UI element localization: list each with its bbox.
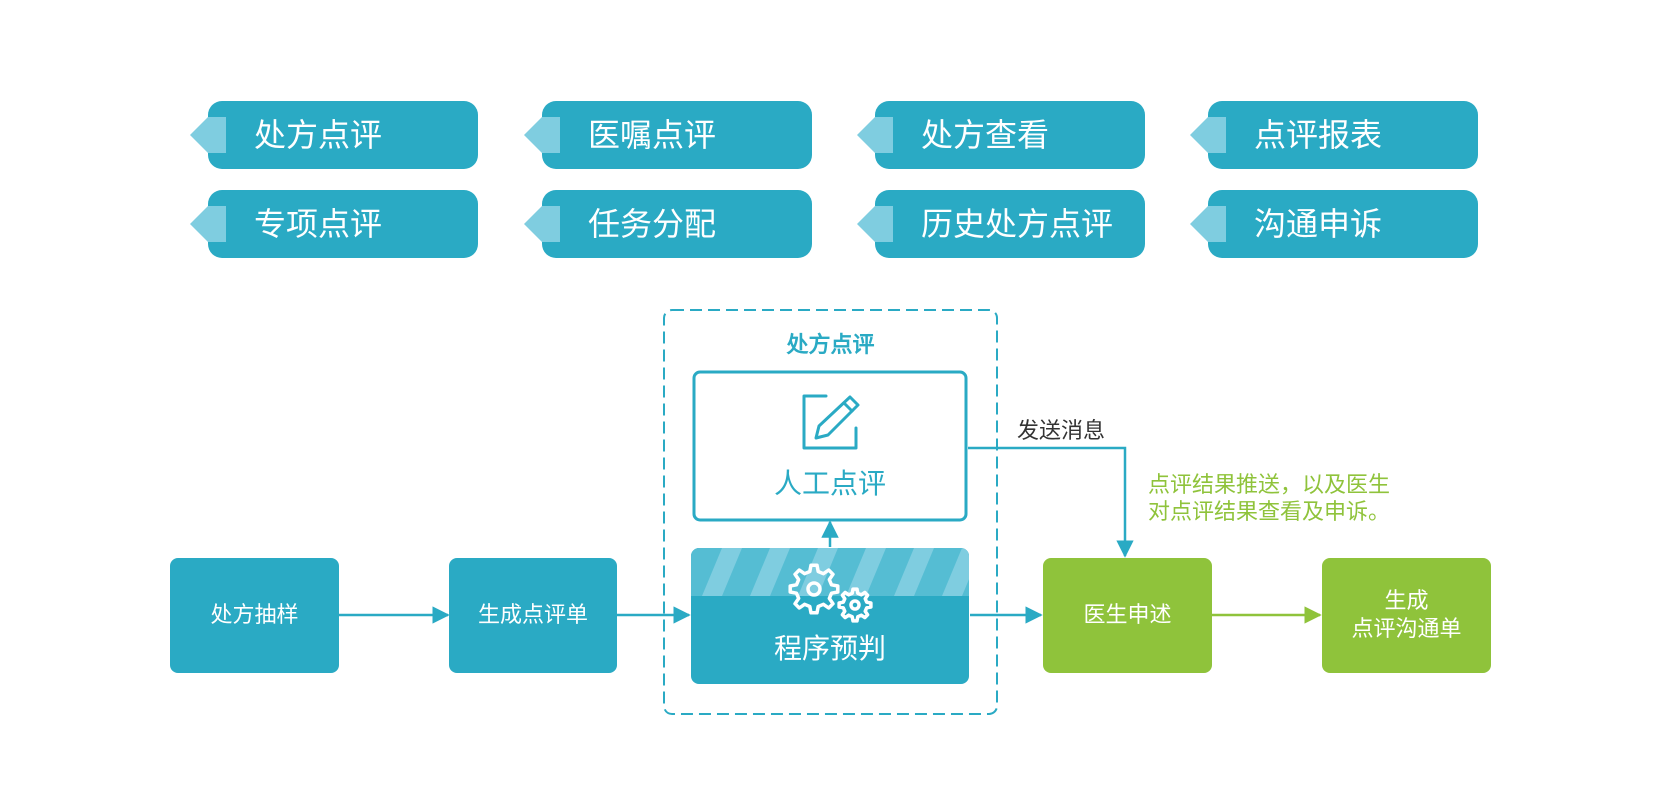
push-note-line1: 点评结果推送，以及医生 xyxy=(1148,473,1391,498)
generate-comm-form-label-line1: 生成 xyxy=(1384,588,1429,614)
send-message-label: 发送消息 xyxy=(1017,419,1106,444)
tag-label: 点评报表 xyxy=(1254,116,1383,154)
doctor-statement-label: 医生申述 xyxy=(1083,602,1172,628)
tag-label: 历史处方点评 xyxy=(921,205,1114,243)
tag-label: 任务分配 xyxy=(588,205,717,243)
generate-comm-form-label-line2: 点评沟通单 xyxy=(1351,616,1462,642)
edit-pencil-icon xyxy=(802,394,860,450)
review-group-border xyxy=(663,309,998,715)
tag-special-review[interactable]: 专项点评 xyxy=(190,190,478,258)
tag-label: 医嘱点评 xyxy=(588,116,717,154)
tag-label: 沟通申诉 xyxy=(1254,205,1383,243)
tag-prescription-review[interactable]: 处方点评 xyxy=(190,101,478,169)
sampling-box: 处方抽样 xyxy=(170,558,339,673)
generate-comm-form-box: 生成 点评沟通单 xyxy=(1322,558,1491,673)
tag-label: 处方点评 xyxy=(254,116,383,154)
tag-label: 处方查看 xyxy=(921,116,1050,154)
tag-label: 专项点评 xyxy=(254,205,383,243)
tag-review-report[interactable]: 点评报表 xyxy=(1190,101,1478,169)
generate-review-form-label: 生成点评单 xyxy=(477,602,588,628)
arrow-send-message xyxy=(968,446,1134,558)
tag-communication-appeal[interactable]: 沟通申诉 xyxy=(1190,190,1478,258)
sampling-label: 处方抽样 xyxy=(210,602,299,628)
gears-icon xyxy=(788,563,873,623)
doctor-statement-box: 医生申述 xyxy=(1043,558,1212,673)
tag-prescription-view[interactable]: 处方查看 xyxy=(857,101,1145,169)
tag-order-review[interactable]: 医嘱点评 xyxy=(524,101,812,169)
review-group-title: 处方点评 xyxy=(786,333,875,358)
manual-review-label: 人工点评 xyxy=(773,467,886,500)
program-prejudge-label: 程序预判 xyxy=(773,632,886,665)
tag-history-review[interactable]: 历史处方点评 xyxy=(857,190,1145,258)
tag-task-assignment[interactable]: 任务分配 xyxy=(524,190,812,258)
manual-review-box xyxy=(692,370,968,522)
push-note-line2: 对点评结果查看及申诉。 xyxy=(1148,500,1391,525)
generate-review-form-box: 生成点评单 xyxy=(449,558,617,673)
